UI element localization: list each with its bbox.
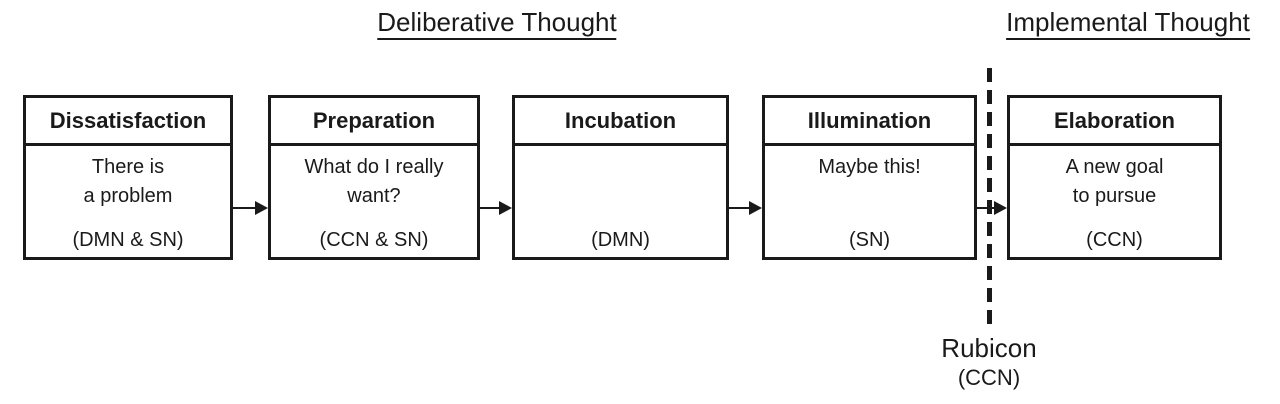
stage-body: There is a problem (DMN & SN)	[26, 146, 230, 257]
stage-thought: A new goal to pursue	[1066, 153, 1164, 211]
stage-box-incubation: Incubation (DMN)	[512, 95, 729, 260]
stage-title: Elaboration	[1010, 98, 1219, 146]
stage-box-dissatisfaction: Dissatisfaction There is a problem (DMN …	[23, 95, 233, 260]
stage-title: Dissatisfaction	[26, 98, 230, 146]
thought-line: want?	[347, 185, 401, 207]
stage-body: (DMN)	[515, 146, 726, 257]
stage-title: Preparation	[271, 98, 477, 146]
stage-box-illumination: Illumination Maybe this! (SN)	[762, 95, 977, 260]
stage-network: (DMN & SN)	[72, 229, 184, 251]
stage-network: (CCN)	[1086, 229, 1143, 251]
stage-body: What do I really want? (CCN & SN)	[271, 146, 477, 257]
stage-network: (CCN & SN)	[319, 229, 429, 251]
rubicon-network: (CCN)	[957, 365, 1021, 390]
stage-thought: What do I really want?	[305, 153, 444, 211]
stage-thought: There is a problem	[84, 153, 173, 211]
thought-line: A new goal	[1065, 156, 1164, 178]
stage-box-elaboration: Elaboration A new goal to pursue (CCN)	[1007, 95, 1222, 260]
deliberative-thought-title: Deliberative Thought	[377, 7, 617, 40]
stage-body: Maybe this! (SN)	[765, 146, 974, 257]
rubicon-dashed-line-icon	[987, 68, 992, 331]
thought-line: Maybe this!	[818, 156, 921, 178]
rubicon-caption: Rubicon (CCN)	[889, 333, 1089, 392]
implemental-thought-title: Implemental Thought	[1006, 7, 1250, 40]
stage-network: (DMN)	[591, 229, 650, 251]
stage-title: Illumination	[765, 98, 974, 146]
thought-line: What do I really	[304, 156, 444, 178]
stage-thought: Maybe this!	[818, 153, 920, 182]
stage-network: (SN)	[848, 229, 891, 251]
stage-body: A new goal to pursue (CCN)	[1010, 146, 1219, 257]
thought-line: a problem	[83, 185, 173, 207]
rubicon-label: Rubicon	[941, 333, 1037, 363]
thought-line: There is	[91, 156, 165, 178]
stage-title: Incubation	[515, 98, 726, 146]
thought-line: to pursue	[1072, 185, 1157, 207]
stage-box-preparation: Preparation What do I really want? (CCN …	[268, 95, 480, 260]
